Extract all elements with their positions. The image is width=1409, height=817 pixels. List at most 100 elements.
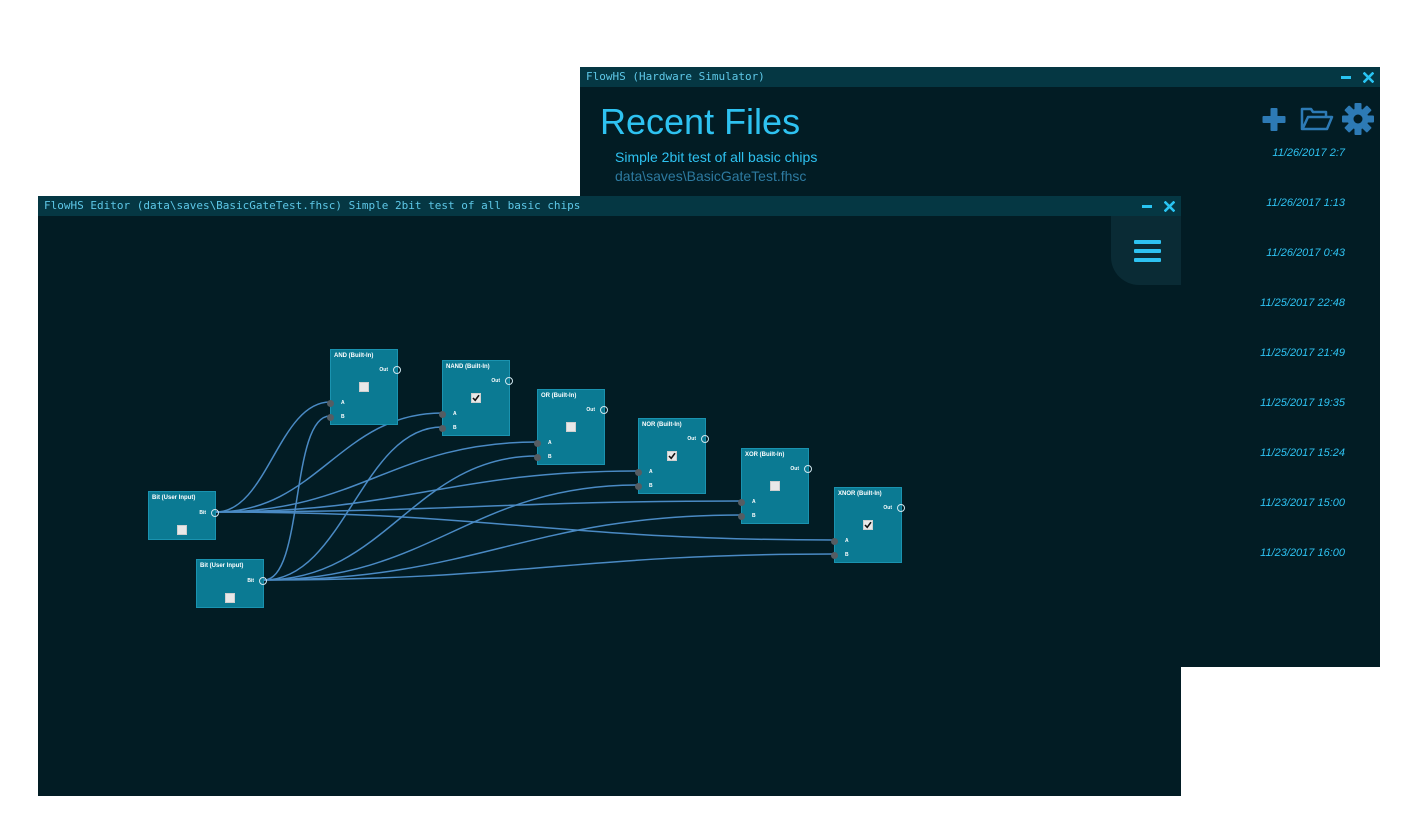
input-port-a[interactable] (635, 468, 642, 476)
output-pin-label: Bit (199, 510, 206, 516)
state-checkbox (667, 451, 677, 461)
simulator-titlebar[interactable]: FlowHS (Hardware Simulator) (580, 67, 1380, 87)
input-pin-label: A (453, 411, 457, 417)
wire-bit1-xor[interactable] (215, 500, 742, 513)
hamburger-menu-icon (1134, 240, 1161, 244)
output-pin-label: Out (491, 378, 500, 384)
input-pin-label: B (453, 425, 457, 431)
output-pin-label: Out (790, 466, 799, 472)
output-port[interactable] (259, 577, 267, 585)
input-port-a[interactable] (534, 439, 541, 447)
input-port-b[interactable] (534, 453, 541, 461)
recent-files-heading: Recent Files (600, 101, 801, 142)
output-port[interactable] (393, 366, 401, 374)
recent-file-date: 11/26/2017 1:13 (1266, 197, 1345, 209)
wire-bit1-and[interactable] (215, 401, 331, 513)
input-pin-label: B (845, 552, 849, 558)
state-checkbox[interactable] (225, 593, 235, 603)
recent-file-date: 11/26/2017 0:43 (1266, 247, 1345, 259)
wire-bit2-and[interactable] (263, 415, 331, 581)
chip-title: Bit (User Input) (152, 495, 196, 501)
recent-file-date: 11/25/2017 15:24 (1260, 447, 1345, 459)
gear-icon (1342, 103, 1374, 135)
input-pin-label: A (649, 469, 653, 475)
state-checkbox (863, 520, 873, 530)
wire-bit2-or[interactable] (263, 455, 538, 581)
output-port[interactable] (211, 509, 219, 517)
input-pin-label: B (548, 454, 552, 460)
output-port[interactable] (804, 465, 812, 473)
input-pin-label: B (341, 414, 345, 420)
wire-canvas (215, 401, 835, 581)
hamburger-menu-icon (1134, 249, 1161, 253)
close-icon (1163, 200, 1175, 212)
output-pin-label: Out (687, 436, 696, 442)
chip-title: XOR (Built-In) (745, 452, 785, 458)
output-pin-label: Out (379, 367, 388, 373)
input-port-a[interactable] (327, 399, 334, 407)
state-checkbox (770, 481, 780, 491)
output-port[interactable] (701, 435, 709, 443)
checkmark-icon (668, 452, 676, 460)
minimize-button[interactable] (1340, 71, 1352, 83)
chip-title: NAND (Built-In) (446, 364, 490, 370)
recent-file-date: 11/23/2017 15:00 (1260, 497, 1345, 509)
output-port[interactable] (505, 377, 513, 385)
recent-file-date: 11/25/2017 19:35 (1260, 397, 1345, 409)
output-port[interactable] (600, 406, 608, 414)
input-pin-label: B (649, 483, 653, 489)
recent-file-description[interactable]: Simple 2bit test of all basic chips (615, 149, 818, 165)
input-pin-label: A (341, 400, 345, 406)
wire-bit1-nand[interactable] (215, 412, 443, 513)
output-pin-label: Out (586, 407, 595, 413)
menu-button[interactable] (1111, 216, 1181, 285)
input-port-a[interactable] (831, 537, 838, 545)
settings-button[interactable] (1342, 103, 1374, 135)
wire-bit1-xnor[interactable] (215, 511, 835, 541)
checkmark-icon (472, 394, 480, 402)
output-pin-label: Out (883, 505, 892, 511)
open-file-button[interactable] (1300, 103, 1334, 135)
editor-titlebar[interactable]: FlowHS Editor (data\saves\BasicGateTest.… (38, 196, 1181, 216)
checkmark-icon (864, 521, 872, 529)
recent-file-path[interactable]: data\saves\BasicGateTest.fhsc (615, 168, 807, 184)
wire-bit1-or[interactable] (215, 441, 538, 513)
input-port-b[interactable] (439, 424, 446, 432)
input-port-b[interactable] (738, 512, 745, 520)
minimize-icon (1142, 204, 1152, 208)
input-port-a[interactable] (738, 498, 745, 506)
wire-bit2-xnor[interactable] (263, 553, 835, 581)
input-port-b[interactable] (327, 413, 334, 421)
chip-title: OR (Built-In) (541, 393, 577, 399)
plus-icon (1262, 108, 1286, 131)
chip-title: Bit (User Input) (200, 563, 244, 569)
chip-title: XNOR (Built-In) (838, 491, 882, 497)
chip-bit2[interactable]: Bit (User Input)Bit (196, 559, 267, 608)
chip-bit1[interactable]: Bit (User Input) Bit (148, 491, 219, 540)
input-pin-label: A (548, 440, 552, 446)
output-port[interactable] (897, 504, 905, 512)
input-port-a[interactable] (439, 410, 446, 418)
wire-bit1-nor[interactable] (215, 470, 639, 513)
editor-window: FlowHS Editor (data\saves\BasicGateTest.… (38, 196, 1181, 796)
state-checkbox (471, 393, 481, 403)
state-checkbox (566, 422, 576, 432)
wire-bit2-xor[interactable] (263, 514, 742, 581)
close-button[interactable] (1362, 71, 1374, 83)
input-port-b[interactable] (831, 551, 838, 559)
minimize-button[interactable] (1141, 200, 1153, 212)
wire-bit2-nand[interactable] (263, 426, 443, 581)
new-file-button[interactable] (1258, 103, 1290, 135)
wire-bit2-nor[interactable] (263, 484, 639, 581)
recent-file-date: 11/25/2017 21:49 (1260, 347, 1345, 359)
close-button[interactable] (1163, 200, 1175, 212)
input-port-b[interactable] (635, 482, 642, 490)
state-checkbox[interactable] (177, 525, 187, 535)
recent-file-date: 11/26/2017 2:7 (1272, 147, 1345, 159)
